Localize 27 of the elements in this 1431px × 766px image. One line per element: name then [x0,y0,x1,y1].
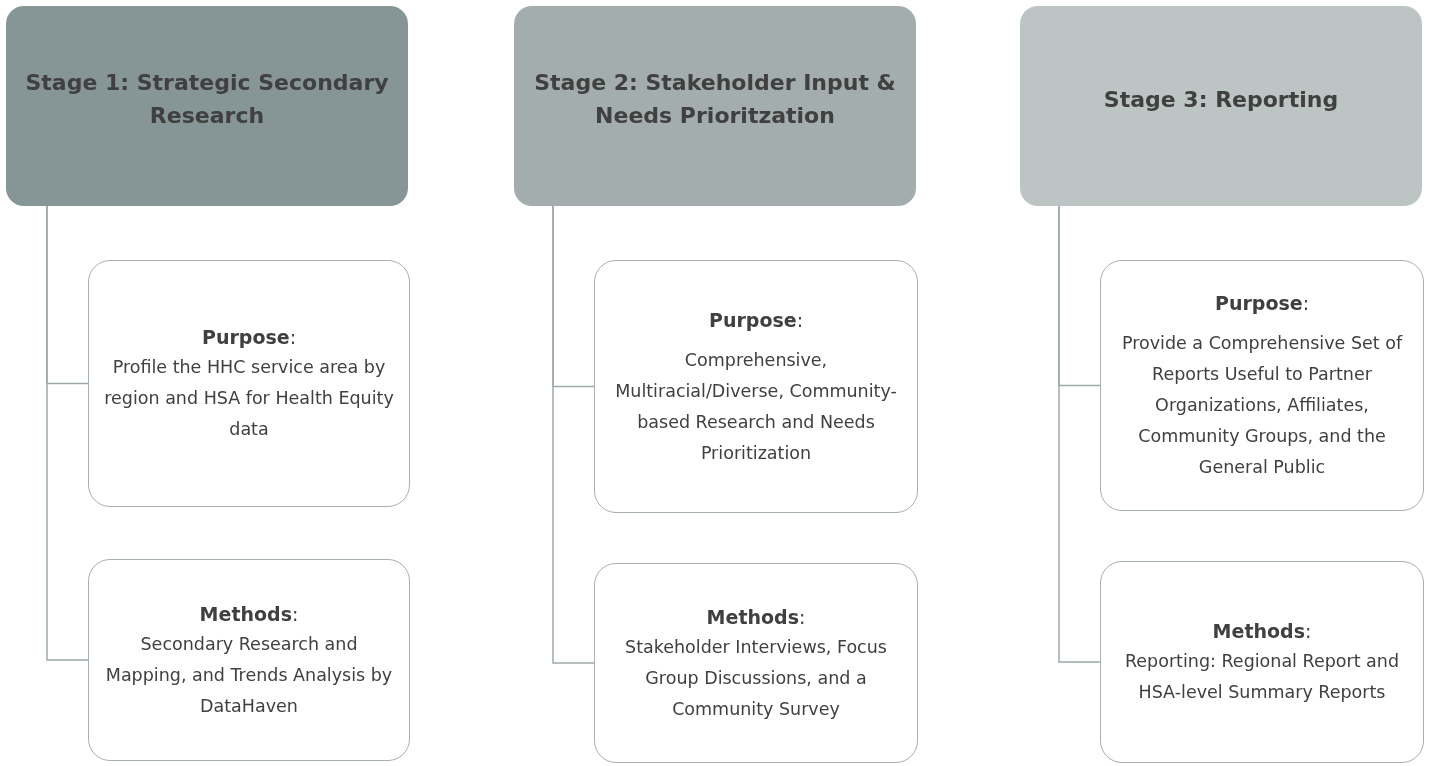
description-text: Profile the HHC service area by region and HSA for Health Equity data [103,356,395,441]
connector-line [1058,205,1101,663]
section-heading: Methods: [199,601,299,627]
detail-box [594,260,918,513]
detail-box [88,260,410,507]
detail-box [1100,260,1424,511]
section-heading: Methods: [706,604,806,630]
description-text: Reporting: Regional Report and HSA-level Summary Reports [1123,650,1401,704]
stage-title: Stage 2: Stakeholder Input & Needs Prioritzation [533,69,897,130]
description-text: Stakeholder Interviews, Focus Group Discussions, and a Community Survey [624,635,888,721]
detail-box [594,563,918,763]
section-heading: Purpose: [201,325,297,350]
stage-header-box [514,6,916,206]
section-heading: Purpose: [1214,291,1310,316]
stage-header-box [6,6,408,206]
detail-box [1100,561,1424,763]
description-text: Secondary Research and Mapping, and Trends Analysis by DataHaven [104,632,394,718]
detail-box [88,559,410,761]
description-text: Provide a Comprehensive Set of Reports Useful to Partner Organizations, Affiliates, Community Groups, and the General Public [1120,332,1404,479]
stage-header-box [1020,6,1422,206]
connector-line [46,205,89,661]
connector-line [552,205,595,664]
description-text: Comprehensive, Multiracial/Diverse, Community-based Research and Needs Prioritization [614,348,898,465]
stage-title: Stage 1: Strategic Secondary Research [24,69,390,130]
section-heading: Methods: [1212,619,1312,644]
section-heading: Purpose: [708,307,804,333]
stage-title: Stage 3: Reporting [1103,85,1339,114]
